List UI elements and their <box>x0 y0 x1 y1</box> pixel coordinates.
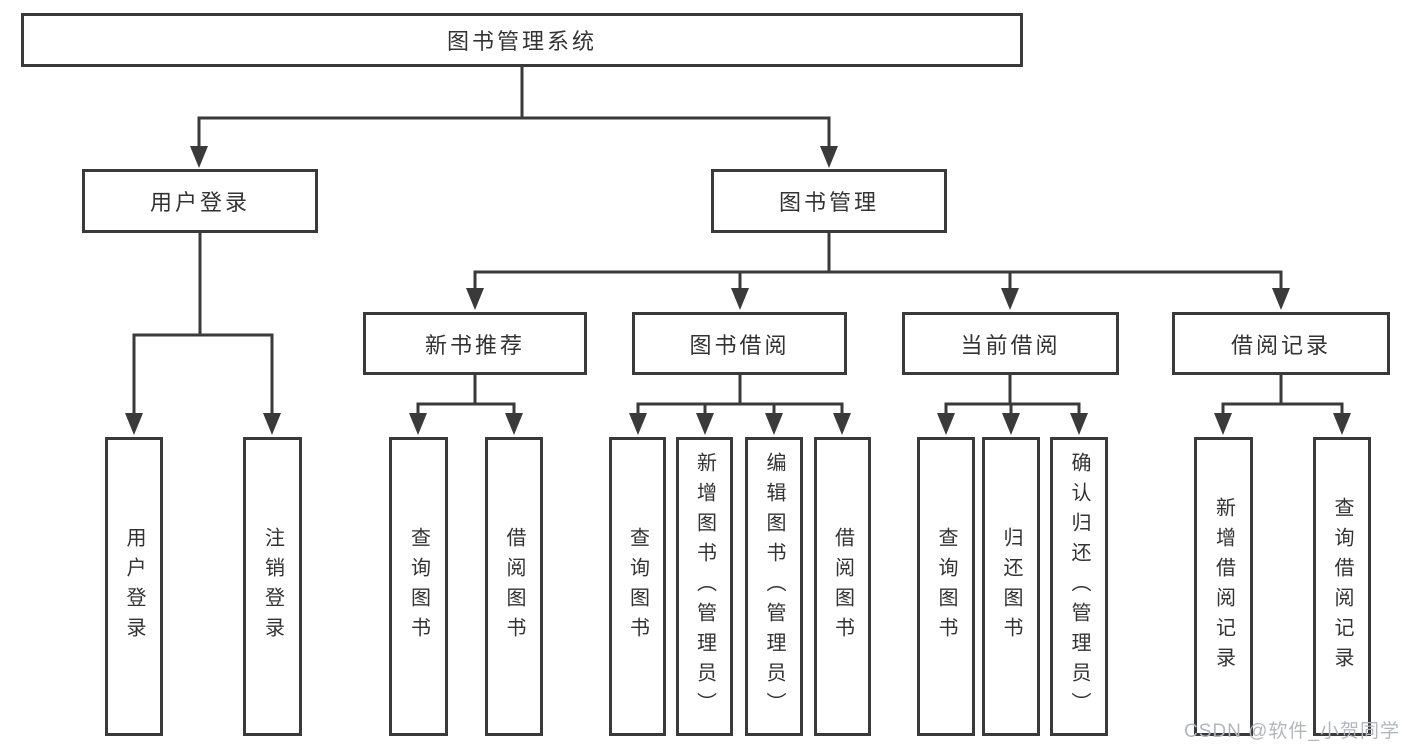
arrowheads <box>125 146 1351 435</box>
arrow-down-icon <box>263 413 281 435</box>
leaf-borrow-books-borrowing: 借阅图书 <box>814 437 871 736</box>
leaf-edit-book-admin: 编辑图书（管理员） <box>745 437 803 736</box>
leaf-add-borrow-record: 新增借阅记录 <box>1194 437 1253 736</box>
arrow-down-icon <box>696 413 714 435</box>
leaf-logout: 注销登录 <box>243 437 302 736</box>
node-label: 新增图书（管理员） <box>693 451 716 722</box>
node-label: 查询图书 <box>626 526 649 647</box>
arrow-down-icon <box>820 146 838 168</box>
node-label: 用户登录 <box>123 526 145 647</box>
node-book-management: 图书管理 <box>711 169 947 233</box>
node-new-book-recommendation: 新书推荐 <box>363 312 587 375</box>
connector-userlogin-to-leaves <box>132 233 274 414</box>
arrow-down-icon <box>629 413 647 435</box>
leaf-return-books: 归还图书 <box>982 437 1040 736</box>
arrow-down-icon <box>1214 413 1232 435</box>
connector-root-to-level2 <box>197 67 831 147</box>
node-label: 新增借阅记录 <box>1212 496 1235 677</box>
node-label: 查询图书 <box>935 526 957 647</box>
node-label: 注销登录 <box>261 526 284 647</box>
leaf-confirm-return-admin: 确认归还（管理员） <box>1050 437 1108 736</box>
arrow-down-icon <box>125 413 143 435</box>
arrow-down-icon <box>1333 413 1351 435</box>
node-label: 编辑图书（管理员） <box>763 451 785 722</box>
arrow-down-icon <box>505 413 523 435</box>
arrow-down-icon <box>190 146 208 168</box>
node-current-borrowing: 当前借阅 <box>902 312 1119 375</box>
leaf-query-books-recommend: 查询图书 <box>389 437 448 736</box>
arrow-down-icon <box>409 413 427 435</box>
leaf-user-login: 用户登录 <box>105 437 163 736</box>
leaf-query-books-current: 查询图书 <box>917 437 975 736</box>
arrow-down-icon <box>1001 288 1019 310</box>
node-label: 借阅图书 <box>831 526 854 647</box>
arrow-down-icon <box>937 413 955 435</box>
node-borrowing-records: 借阅记录 <box>1172 312 1390 375</box>
arrow-down-icon <box>1272 288 1290 310</box>
node-label: 新书推荐 <box>424 332 525 358</box>
node-user-login: 用户登录 <box>82 169 318 233</box>
arrow-down-icon <box>833 413 851 435</box>
arrow-down-icon <box>466 288 484 310</box>
arrow-down-icon <box>1002 413 1020 435</box>
node-label: 确认归还（管理员） <box>1068 451 1090 722</box>
node-label: 当前借阅 <box>960 332 1061 358</box>
leaf-query-books-borrowing: 查询图书 <box>609 437 666 736</box>
node-label: 图书借阅 <box>689 332 790 358</box>
csdn-watermark: CSDN @软件_小贺同学 <box>1184 721 1400 742</box>
node-label: 图书管理系统 <box>446 29 597 54</box>
node-label: 用户登录 <box>149 190 250 215</box>
node-label: 查询借阅记录 <box>1331 496 1353 677</box>
arrow-down-icon <box>1070 413 1088 435</box>
arrow-down-icon <box>731 288 749 310</box>
arrow-down-icon <box>765 413 783 435</box>
leaf-add-book-admin: 新增图书（管理员） <box>676 437 733 736</box>
node-label: 归还图书 <box>1000 526 1022 647</box>
leaf-query-borrow-record: 查询借阅记录 <box>1313 437 1371 736</box>
node-book-borrowing: 图书借阅 <box>632 312 847 375</box>
connector-newbook-to-leaves <box>416 375 516 414</box>
node-label: 借阅图书 <box>503 526 525 647</box>
node-label: 图书管理 <box>778 190 879 215</box>
connector-records-to-leaves <box>1221 375 1344 414</box>
connector-bookmgmt-to-level3 <box>473 233 1283 289</box>
node-label: 借阅记录 <box>1230 332 1331 358</box>
leaf-borrow-books-recommend: 借阅图书 <box>485 437 543 736</box>
connector-current-to-leaves <box>944 375 1081 414</box>
node-label: 查询图书 <box>407 526 430 647</box>
connector-borrowing-to-leaves <box>636 375 844 414</box>
node-library-management-system: 图书管理系统 <box>21 13 1023 67</box>
